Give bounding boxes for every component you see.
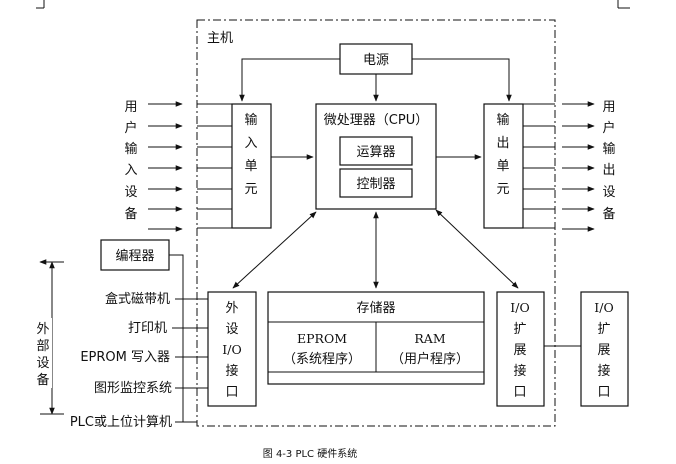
eprom-label: EPROM	[297, 331, 347, 346]
svg-text:输: 输	[496, 112, 509, 128]
user-input-arrows	[148, 101, 183, 232]
io-expansion-interface-box	[496, 291, 545, 407]
external-device-wires	[172, 298, 208, 423]
svg-text:备: 备	[36, 372, 49, 388]
svg-text:户: 户	[124, 120, 137, 136]
svg-text:接: 接	[597, 363, 610, 379]
peripheral-io-interface-box	[207, 291, 257, 407]
external-device-item: EPROM 写入器	[80, 350, 170, 365]
svg-text:I/O: I/O	[594, 300, 613, 315]
controller-label: 控制器	[356, 177, 395, 192]
controller-box	[339, 168, 413, 198]
programmer-wire	[169, 254, 184, 422]
svg-text:接: 接	[225, 363, 238, 379]
svg-text:I/O: I/O	[510, 300, 529, 315]
main-host-frame	[196, 19, 556, 427]
svg-text:设: 设	[36, 356, 49, 371]
svg-text:部: 部	[36, 339, 49, 354]
svg-text:单: 单	[496, 159, 509, 174]
svg-text:展: 展	[513, 343, 526, 358]
user-output-devices-label: 用 户 输 出 设 备	[602, 100, 615, 222]
memory-inner-frame	[268, 321, 484, 373]
svg-text:展: 展	[597, 343, 610, 358]
svg-text:I/O: I/O	[222, 342, 241, 357]
main-host-label: 主机	[207, 31, 233, 46]
user-input-devices-label: 用 户 输 入 设 备	[124, 100, 137, 222]
io-expansion-interface-label: I/O 扩 展 接 口	[510, 300, 529, 400]
svg-text:扩: 扩	[513, 322, 526, 337]
figure-caption: 图 4-3 PLC 硬件系统	[263, 447, 357, 460]
svg-text:用: 用	[602, 100, 615, 115]
svg-text:元: 元	[244, 182, 257, 197]
svg-text:口: 口	[225, 385, 238, 400]
ram-sub-label: （用户程序）	[391, 351, 469, 367]
input-unit-label: 输 入 单 元	[244, 112, 257, 197]
svg-text:设: 设	[602, 185, 615, 200]
svg-text:扩: 扩	[597, 322, 610, 337]
user-output-wires	[523, 103, 555, 229]
ram-label: RAM	[414, 331, 445, 346]
output-unit-label: 输 出 单 元	[496, 112, 509, 197]
peripheral-io-interface-label: 外 设 I/O 接 口	[222, 301, 241, 400]
external-device-item: 图形监控系统	[94, 381, 172, 396]
alu-label: 运算器	[356, 145, 395, 160]
svg-text:接: 接	[513, 363, 526, 379]
svg-text:输: 输	[124, 141, 137, 157]
external-devices-label: 外 部 设 备	[36, 322, 49, 388]
external-device-item: 打印机	[128, 321, 167, 336]
cpu-title: 微处理器（CPU）	[324, 113, 428, 128]
memory-title: 存储器	[356, 301, 395, 316]
cpu-io-expansion-link	[435, 209, 519, 289]
programmer-label: 编程器	[115, 249, 154, 264]
svg-text:出: 出	[602, 163, 615, 178]
eprom-sub-label: （系统程序）	[283, 352, 361, 367]
svg-text:用: 用	[124, 100, 137, 115]
svg-text:口: 口	[597, 385, 610, 400]
bracket-label-bg	[34, 318, 52, 388]
svg-text:出: 出	[496, 136, 509, 151]
alu-box	[339, 136, 413, 166]
power-connections	[239, 58, 512, 102]
svg-text:外: 外	[225, 301, 238, 316]
external-device-item: 盒式磁带机	[105, 291, 170, 307]
output-unit-box	[483, 103, 524, 229]
user-output-arrows	[562, 101, 595, 232]
svg-text:元: 元	[496, 182, 509, 197]
cpu-peripheral-link	[232, 211, 317, 289]
power-supply-label: 电源	[363, 53, 389, 68]
svg-text:外: 外	[36, 322, 49, 337]
svg-text:入: 入	[244, 136, 257, 151]
external-io-expansion-label: I/O 扩 展 接 口	[594, 300, 613, 400]
svg-text:备: 备	[124, 206, 137, 222]
user-input-wires	[197, 103, 232, 229]
svg-text:口: 口	[513, 385, 526, 400]
svg-text:户: 户	[602, 120, 615, 136]
svg-text:设: 设	[225, 322, 238, 337]
external-io-expansion-box	[580, 291, 629, 407]
svg-text:备: 备	[602, 206, 615, 222]
svg-text:单: 单	[244, 159, 257, 174]
svg-text:输: 输	[602, 141, 615, 157]
external-devices-list: 盒式磁带机 打印机 EPROM 写入器 图形监控系统 PLC或上位计算机	[70, 291, 172, 430]
page-corner-marks	[36, 0, 630, 9]
svg-text:设: 设	[124, 185, 137, 200]
svg-text:输: 输	[244, 112, 257, 128]
svg-text:入: 入	[124, 163, 137, 178]
external-device-item: PLC或上位计算机	[70, 415, 172, 430]
